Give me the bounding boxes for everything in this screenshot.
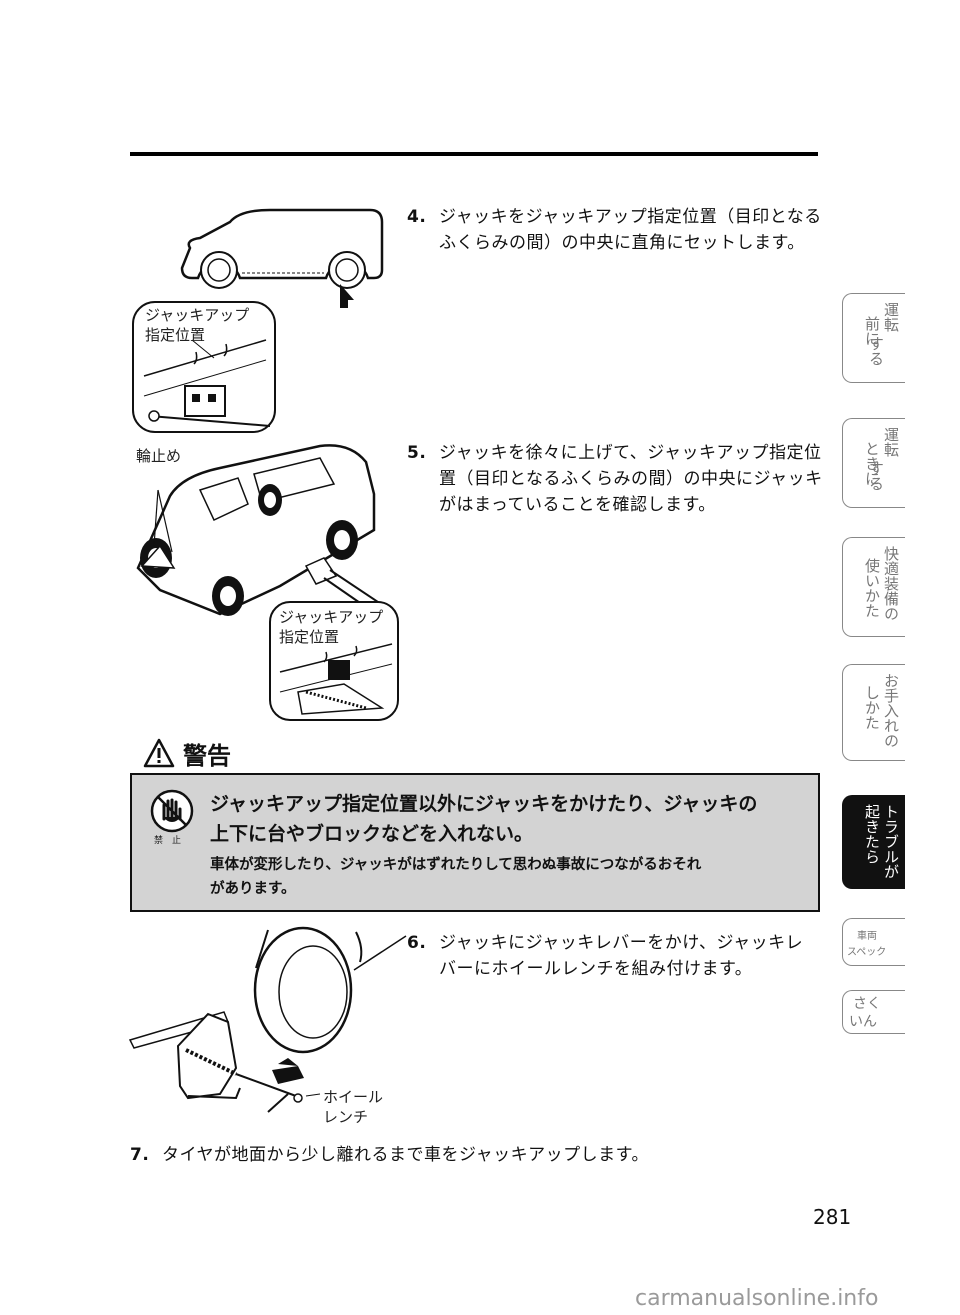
tab-while-driving[interactable]: 運転 ときに する	[842, 418, 905, 508]
callout-line	[353, 935, 407, 971]
tab-comfort-equipment[interactable]: 快適装備の 使いかた	[842, 537, 905, 637]
fig3-label: ホイール レンチ	[323, 1088, 384, 1126]
warning-triangle-icon	[143, 738, 175, 768]
warning-main-text: ジャッキアップ指定位置以外にジャッキをかけたり、ジャッキの 上下に台やブロックな…	[210, 793, 758, 845]
page-number: 281	[813, 1205, 852, 1229]
tab-index[interactable]: さく いん	[842, 990, 905, 1034]
figure-car-perspective-jack	[136, 444, 399, 721]
warning-box: 禁止 ジャッキアップ指定位置以外にジャッキをかけたり、ジャッキの 上下に台やブロ…	[130, 773, 820, 912]
tab-trouble[interactable]: トラブルが 起きたら	[842, 795, 905, 889]
top-rule	[130, 152, 818, 156]
prohibit-hand-icon	[150, 789, 194, 833]
warning-title: 警告	[183, 741, 231, 770]
wheel-chock-label: 輪止め	[136, 447, 182, 465]
figure-car-side-jack-point	[132, 208, 384, 433]
warning-sub-text: 車体が変形したり、ジャッキがはずれたりして思わぬ事故につながるおそれ があります…	[210, 857, 702, 897]
fig2-label: ジャッキアップ 指定位置	[279, 608, 384, 646]
tab-maintenance[interactable]: お手入れの しかた	[842, 664, 905, 761]
figure-jack-with-wrench	[128, 926, 363, 1113]
tab-before-driving[interactable]: 運転 前に する	[842, 293, 905, 383]
prohibit-caption: 禁止	[154, 836, 191, 846]
tab-vehicle-specs[interactable]: 車両 スペック	[842, 918, 905, 966]
fig1-label: ジャッキアップ 指定位置	[145, 306, 250, 344]
watermark: carmanualsonline.info	[635, 1286, 879, 1311]
warning-heading: 警告	[143, 736, 231, 770]
